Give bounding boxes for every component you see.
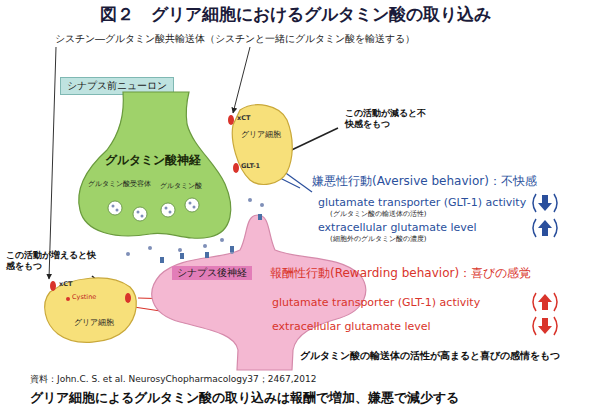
receptor: [160, 214, 262, 263]
figure-title: 図２ グリア細胞におけるグルタミン酸の取り込み: [100, 3, 491, 26]
measure-gloss: (グルタミン酸の輸送体の活性): [330, 210, 426, 218]
presynaptic-neuron-label: グルタミン酸神経: [105, 154, 201, 168]
neuron-label-box-label: シナプス前ニューロン: [67, 80, 167, 92]
leader-line: [49, 47, 250, 279]
cotransporter-note: シスチン―グルタミン酸共輸送体（シスチンと一緒にグルタミン酸を輸送する）: [55, 33, 415, 45]
decrease-indicator: [533, 317, 557, 335]
glial-cell-outline: [225, 100, 290, 185]
receptor-label: グルタミン酸受容体: [88, 180, 151, 188]
transporter-label: xCT: [59, 281, 72, 289]
glial-cell: グリア細胞: [40, 272, 140, 344]
glial-cell-label: グリア細胞: [241, 130, 281, 139]
measure-label: glutamate transporter (GLT-1) activity: [318, 196, 526, 209]
behavior-heading: 報酬性行動(Rewarding behavior)：喜びの感覚: [270, 266, 531, 280]
glial-cell-outline: [40, 272, 140, 344]
summary-note: グルタミン酸の輸送体の活性が高まると喜びの感情をもつ: [300, 350, 560, 362]
transporter: [50, 115, 239, 303]
presynaptic-neuron: グルタミン酸神経: [75, 92, 235, 242]
figure-caption: グリア細胞によるグルタミン酸の取り込みは報酬で増加、嫌悪で減少する: [30, 390, 459, 407]
glutamate-dot: [112, 198, 265, 256]
transporter-label: xCT: [237, 115, 250, 123]
glial-cell: グリア細胞: [225, 100, 290, 185]
cystine-label: Cystine: [72, 294, 96, 302]
decrease-indicator: [533, 194, 557, 212]
vesicle: [108, 198, 199, 221]
increase-indicator: [533, 219, 557, 237]
measure-label: extracellular glutamate level: [318, 221, 477, 234]
postsynaptic-neuron-label: シナプス後神経: [172, 266, 252, 280]
measure-label: glutamate transporter (GLT-1) activity: [272, 296, 480, 309]
measure-gloss: (細胞外のグルタミン酸の濃度): [330, 235, 426, 243]
measure-label: extracellular glutamate level: [272, 320, 431, 333]
glutamate-label: グルタミン酸: [160, 182, 202, 190]
callout-note: この活動が増えると快感をもつ: [6, 250, 96, 272]
source-note: 資料：John.C. S. et al. NeurosyChopharmacol…: [30, 374, 316, 385]
behavior-heading: 嫌悪性行動(Aversive behavior)：不快感: [312, 174, 537, 188]
glial-cell-label: グリア細胞: [74, 318, 114, 327]
callout-note: この活動が減ると不快感をもつ: [345, 108, 427, 130]
transporter-label: GLT-1: [241, 163, 260, 171]
increase-indicator: [533, 293, 557, 311]
